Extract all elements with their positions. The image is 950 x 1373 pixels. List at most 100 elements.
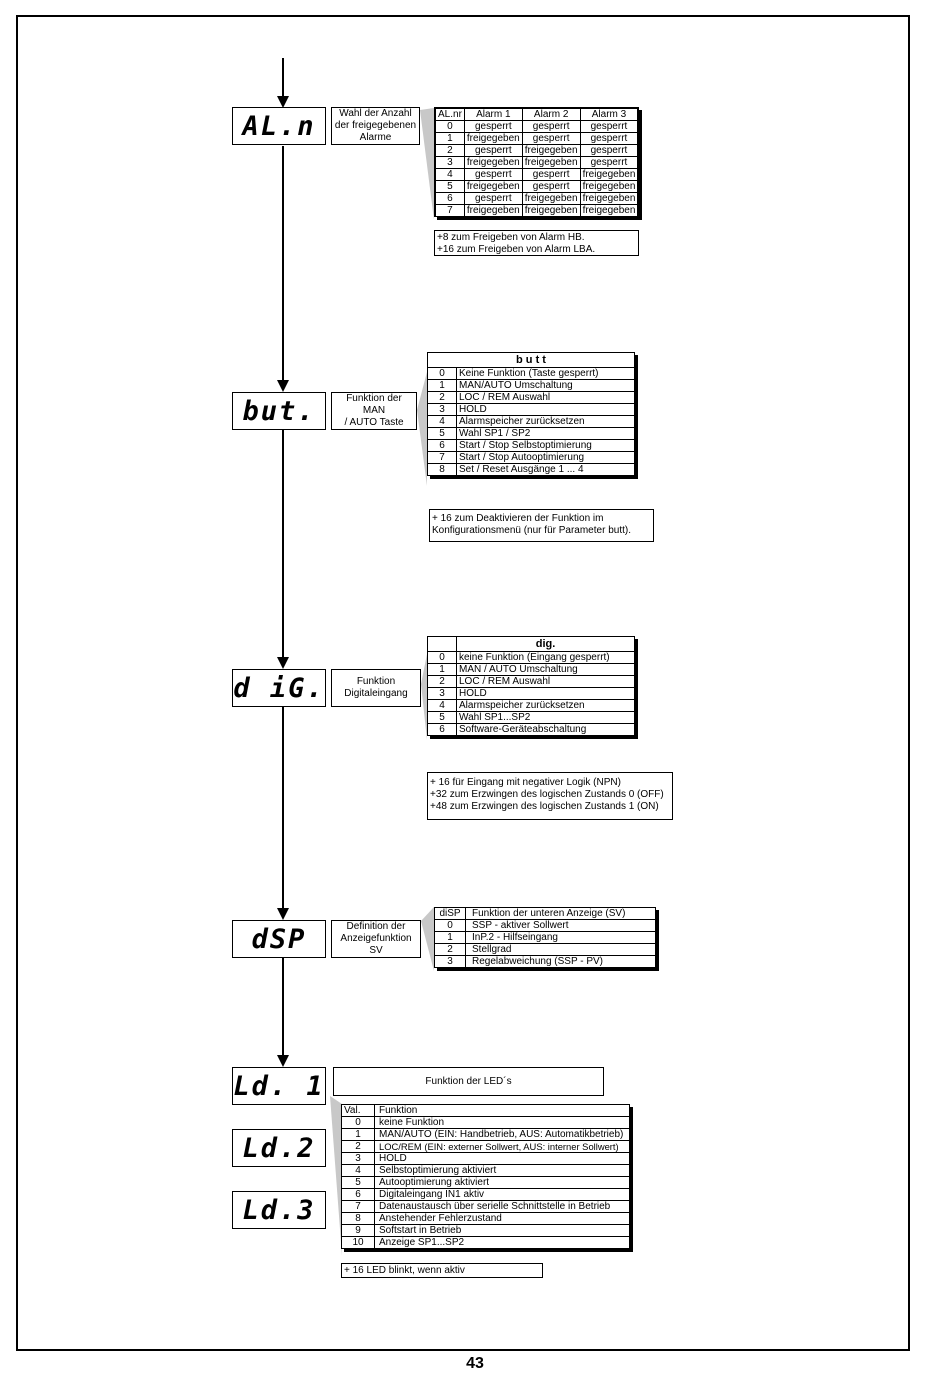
table-cell: 3 xyxy=(435,955,466,967)
table-cell: SSP - aktiver Sollwert xyxy=(465,919,655,932)
aln-label: Wahl der Anzahl der freigegebenen Alarme xyxy=(331,107,420,145)
but-label-line: Funktion der MAN xyxy=(346,393,402,416)
table-cell: 2 xyxy=(342,1140,375,1153)
aln-display: AL.n xyxy=(232,107,326,145)
table-cell: gesperrt xyxy=(579,144,639,157)
table-cell: Autooptimierung aktiviert xyxy=(374,1176,629,1189)
flow-line xyxy=(282,146,284,382)
table-cell: HOLD xyxy=(456,403,634,416)
ld-label: Funktion der LED´s xyxy=(333,1067,604,1096)
table-cell: 5 xyxy=(428,711,457,724)
dig-display-text: d iG. xyxy=(233,672,325,704)
table-cell: 0 xyxy=(435,919,466,932)
table-cell: Keine Funktion (Taste gesperrt) xyxy=(456,368,634,380)
table-cell: Regelabweichung (SSP - PV) xyxy=(472,956,603,967)
table-cell: Alarmspeicher zurücksetzen xyxy=(456,415,634,428)
table-cell: HOLD xyxy=(456,687,634,700)
table-cell: Wahl SP1 / SP2 xyxy=(456,427,634,440)
ld-label-text: Funktion der LED´s xyxy=(425,1075,512,1087)
table-cell: HOLD xyxy=(374,1152,629,1165)
but-table-title: b u t t xyxy=(428,353,634,368)
table-cell: 2 xyxy=(435,144,465,157)
table-cell: 3 xyxy=(428,687,457,700)
note-line: +16 zum Freigeben von Alarm LBA. xyxy=(437,244,596,255)
dig-label: Funktion Digitaleingang xyxy=(331,669,421,707)
table-cell: freigegeben xyxy=(579,168,639,181)
table-cell: 8 xyxy=(342,1212,375,1225)
table-cell: gesperrt xyxy=(521,120,581,133)
table-cell: 5 xyxy=(435,180,465,193)
aln-wedge xyxy=(420,108,434,220)
table-cell: Alarmspeicher zurücksetzen xyxy=(456,699,634,712)
but-label: Funktion der MAN / AUTO Taste xyxy=(331,392,417,430)
but-display: but. xyxy=(232,392,326,430)
table-cell: Set / Reset Ausgänge 1 ... 4 xyxy=(459,464,584,475)
table-cell: 5 xyxy=(428,427,457,440)
flow-line xyxy=(282,707,284,911)
dig-wedge xyxy=(421,654,427,740)
table-header-cell: Funktion der unteren Anzeige (SV) xyxy=(465,908,655,920)
dig-label-line: Digitaleingang xyxy=(344,688,408,699)
ld-note: + 16 LED blinkt, wenn aktiv xyxy=(341,1263,543,1278)
table-cell: 4 xyxy=(428,415,457,428)
table-cell: 2 xyxy=(428,675,457,688)
table-cell: Start / Stop Selbstoptimierung xyxy=(456,439,634,452)
table-cell: Selbstoptimierung aktiviert xyxy=(374,1164,629,1177)
flow-line xyxy=(282,58,284,98)
table-header-cell xyxy=(428,637,457,652)
dsp-label: Definition der Anzeigefunktion SV xyxy=(331,920,421,958)
aln-note: +8 zum Freigeben von Alarm HB. +16 zum F… xyxy=(434,230,639,256)
dsp-wedge xyxy=(421,907,434,971)
dig-label-line: Funktion xyxy=(356,676,396,687)
table-cell: 0 xyxy=(342,1116,375,1129)
ld2-display: Ld.2 xyxy=(232,1129,326,1167)
flow-arrow xyxy=(277,657,289,669)
table-cell: gesperrt xyxy=(463,120,523,133)
table-cell: freigegeben xyxy=(521,156,581,169)
table-cell: freigegeben xyxy=(463,156,523,169)
dsp-display: dSP xyxy=(232,920,326,958)
table-cell: 6 xyxy=(428,723,457,735)
table-cell: 5 xyxy=(342,1176,375,1189)
table-cell: Anstehender Fehlerzustand xyxy=(374,1212,629,1225)
table-header-cell: Val. xyxy=(342,1105,375,1117)
table-cell: freigegeben xyxy=(579,204,639,216)
dsp-display-text: dSP xyxy=(251,923,307,955)
table-cell: 0 xyxy=(435,120,465,133)
table-cell: 1 xyxy=(435,132,465,145)
table-cell: gesperrt xyxy=(463,192,523,205)
table-cell: 0 xyxy=(428,368,457,380)
table-cell: keine Funktion (Eingang gesperrt) xyxy=(456,651,634,664)
table-cell: 2 xyxy=(428,391,457,404)
table-header-row: AL.nr Alarm 1 Alarm 2 Alarm 3 xyxy=(435,108,639,121)
table-cell: gesperrt xyxy=(579,156,639,169)
table-cell: freigegeben xyxy=(521,192,581,205)
table-cell: 7 xyxy=(435,204,465,216)
ld1-display: Ld. 1 xyxy=(232,1067,326,1105)
table-cell: 7 xyxy=(428,451,457,464)
table-row: 3 Regelabweichung (SSP - PV) xyxy=(435,955,655,967)
table-cell: 4 xyxy=(428,699,457,712)
aln-label-line: Wahl der Anzahl xyxy=(339,108,412,119)
table-cell: 6 xyxy=(435,192,465,205)
table-header-row: dig. xyxy=(428,637,634,652)
